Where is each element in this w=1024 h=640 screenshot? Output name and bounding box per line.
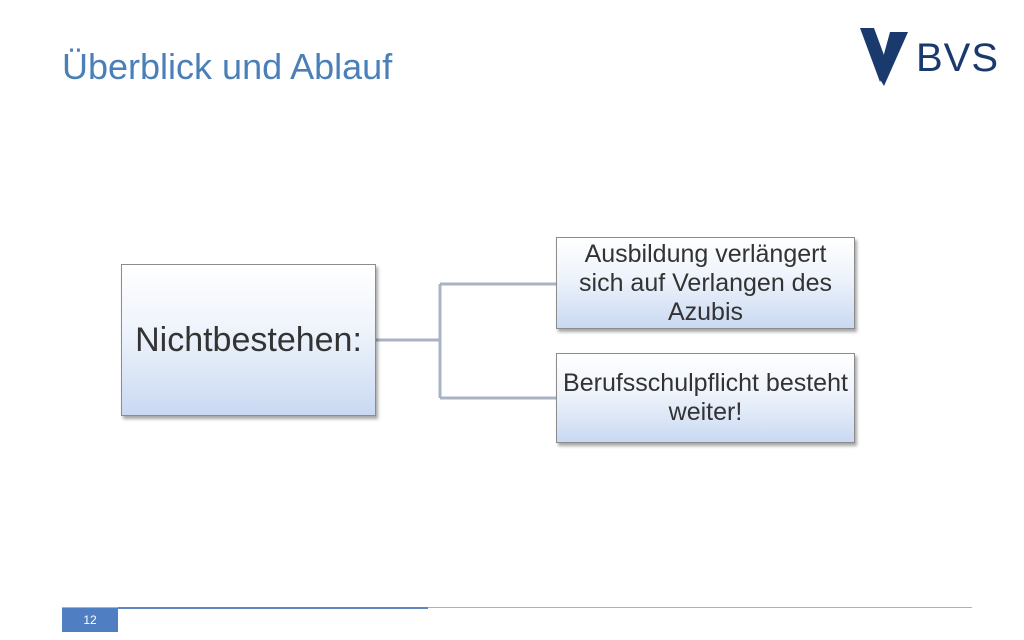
slide-title: Überblick und Ablauf xyxy=(62,46,393,87)
branch-node-label: Berufsschulpflicht besteht weiter! xyxy=(563,369,848,426)
branch-node-label: Ausbildung verlängert sich auf Verlangen… xyxy=(579,239,832,326)
branch-node-berufsschulpflicht: Berufsschulpflicht besteht weiter! xyxy=(556,353,855,443)
bvs-logo: BVS xyxy=(858,26,1008,90)
connector-lines xyxy=(376,282,556,400)
branch-node-ausbildung: Ausbildung verlängert sich auf Verlangen… xyxy=(556,237,855,329)
logo-text: BVS xyxy=(916,36,1000,80)
footer-divider xyxy=(62,607,972,608)
footer-divider-accent xyxy=(118,607,428,609)
page-number-badge: 12 xyxy=(62,608,118,632)
bvs-v-mark-icon xyxy=(860,28,908,86)
page-number: 12 xyxy=(83,613,97,627)
main-node-label: Nichtbestehen: xyxy=(135,320,362,359)
main-node-nichtbestehen: Nichtbestehen: xyxy=(121,264,376,416)
